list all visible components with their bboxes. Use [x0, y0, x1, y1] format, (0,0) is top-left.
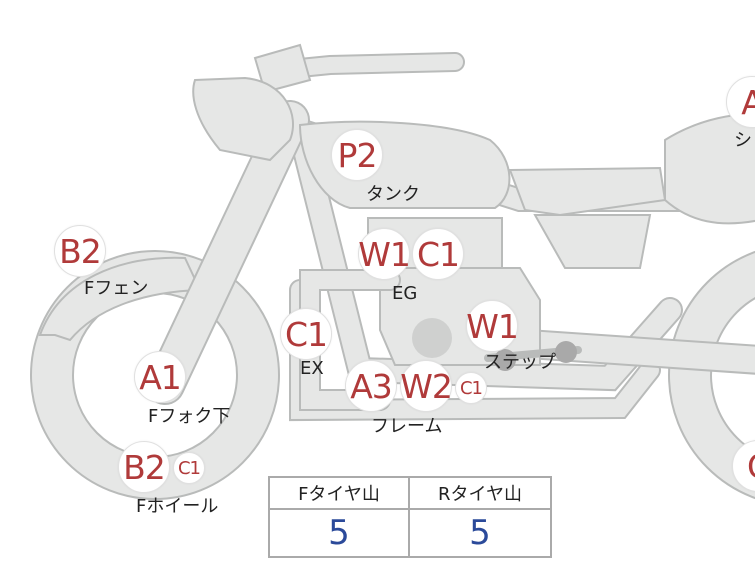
label-exhaust: EX — [300, 358, 324, 379]
label-front-fender: Fフェン — [84, 278, 149, 299]
badge-tank: P2 — [331, 129, 383, 181]
label-front-fork: Fフォク下 — [148, 406, 231, 427]
front-fork-inner — [147, 102, 308, 403]
badge-front-wheel-b2: B2 — [118, 441, 170, 493]
step-knob-left — [494, 349, 516, 371]
tyre-value-front: 5 — [270, 510, 410, 556]
label-frame: フレーム — [371, 416, 443, 437]
badge-front-fender: B2 — [54, 225, 106, 277]
badge-engine-c1: C1 — [412, 228, 464, 280]
label-step: ステップ — [484, 352, 556, 373]
label-tank: タンク — [366, 184, 420, 205]
tyre-value-rear: 5 — [469, 513, 491, 553]
badge-frame-a3: A3 — [345, 360, 397, 412]
side-cover-shape — [508, 166, 667, 217]
headlight-shape — [192, 76, 294, 162]
step-knob-right — [555, 341, 577, 363]
rear-wheel-shape-inner — [670, 253, 755, 497]
seat-shape — [664, 113, 755, 225]
battery-box-shape — [533, 214, 652, 269]
label-seat-edge: シ — [734, 130, 752, 151]
badge-step: W1 — [466, 300, 519, 352]
badge-front-fork: A1 — [134, 351, 186, 403]
tyre-header-rear: Rタイヤ山 — [410, 478, 550, 510]
badge-engine-w1: W1 — [358, 228, 411, 280]
badge-exhaust: C1 — [280, 308, 332, 360]
badge-frame-w2: W2 — [400, 360, 453, 412]
tyre-header-front: Fタイヤ山 — [270, 478, 410, 510]
tyre-tread-table: Fタイヤ山 Rタイヤ山 5 5 — [268, 476, 552, 558]
badge-frame-c1: C1 — [455, 372, 487, 404]
label-front-wheel: Fホイール — [136, 496, 219, 517]
label-engine: EG — [392, 283, 418, 304]
badge-front-wheel-c1: C1 — [173, 452, 205, 484]
engine-cover-shape — [412, 318, 452, 358]
